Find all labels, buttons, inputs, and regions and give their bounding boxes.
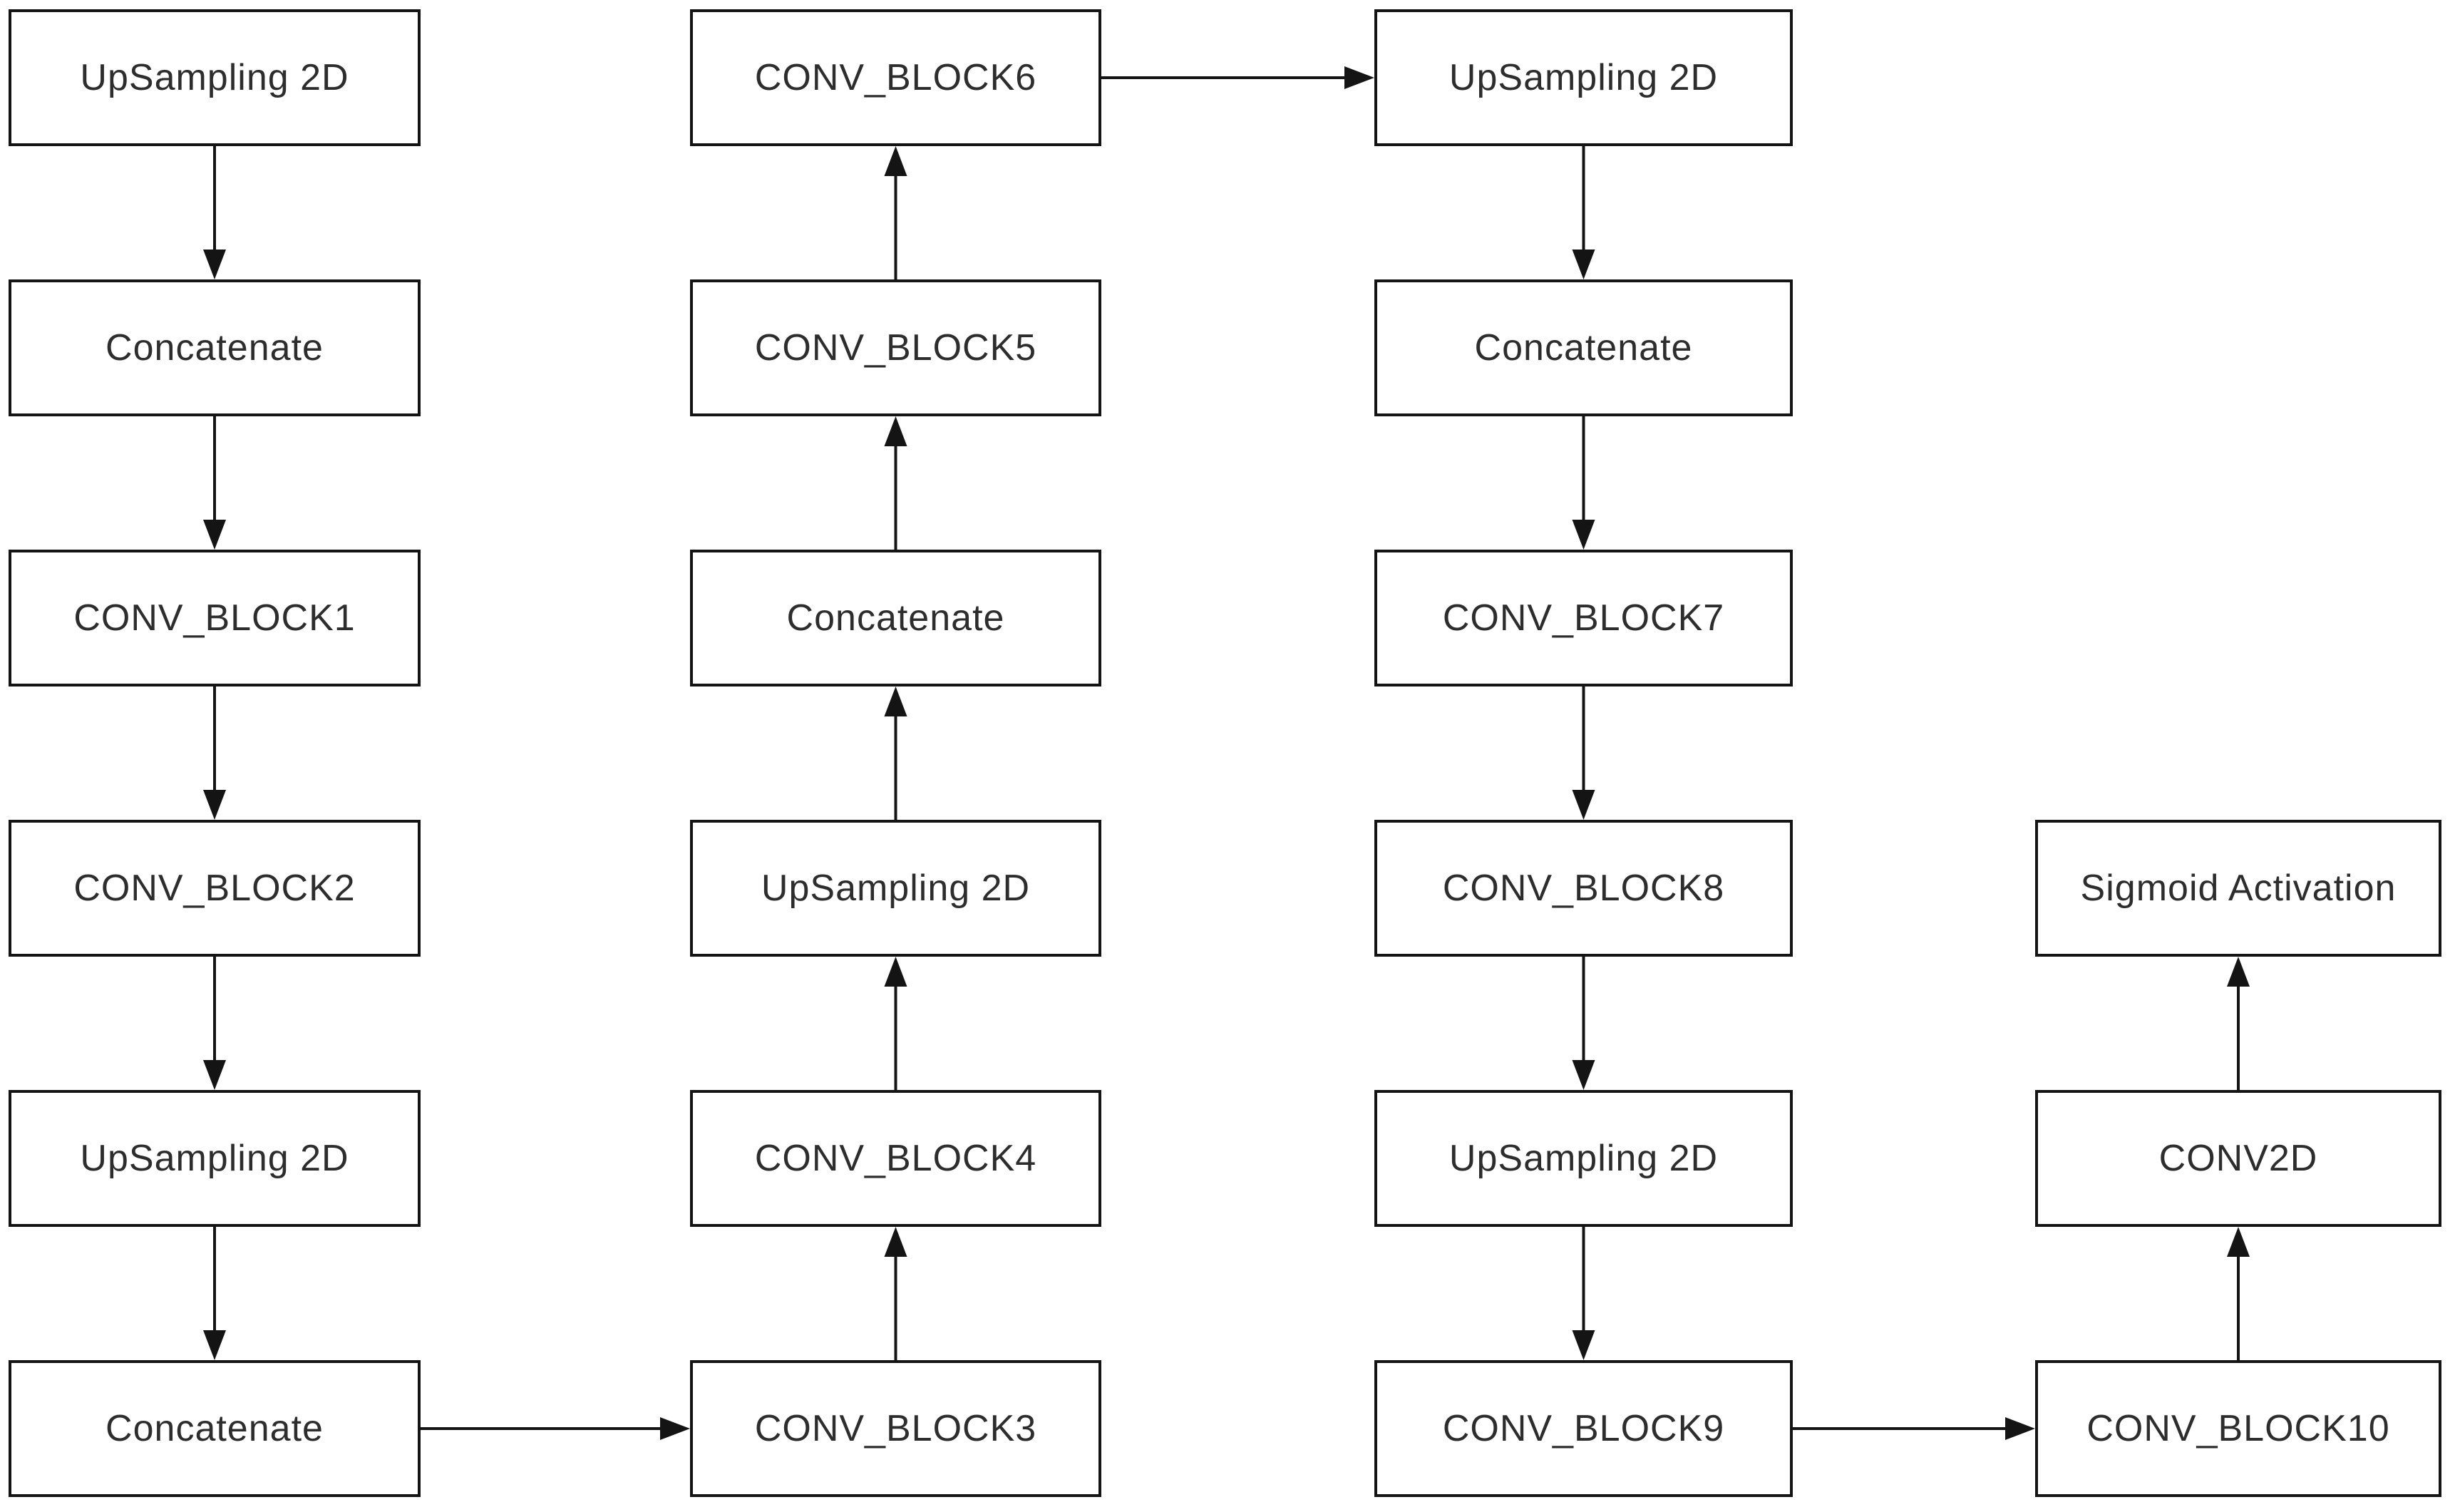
arrowhead-icon [1572, 1060, 1595, 1090]
flow-node: UpSampling 2D [1374, 9, 1793, 146]
flow-node: CONV_BLOCK4 [690, 1090, 1101, 1227]
flow-node: UpSampling 2D [1374, 1090, 1793, 1227]
arrowhead-icon [1344, 66, 1374, 89]
arrowhead-icon [2227, 957, 2250, 987]
arrowhead-icon [884, 146, 907, 176]
flow-node: Sigmoid Activation [2035, 820, 2441, 957]
flow-node: CONV_BLOCK3 [690, 1360, 1101, 1497]
flow-node: CONV_BLOCK10 [2035, 1360, 2441, 1497]
flow-node: UpSampling 2D [690, 820, 1101, 957]
arrowhead-icon [1572, 520, 1595, 550]
flow-node: Concatenate [9, 1360, 421, 1497]
arrowhead-icon [884, 686, 907, 716]
arrowhead-icon [203, 1060, 226, 1090]
arrowhead-icon [203, 250, 226, 279]
flow-node: UpSampling 2D [9, 1090, 421, 1227]
arrowhead-icon [1572, 1330, 1595, 1360]
arrowhead-icon [884, 1227, 907, 1257]
arrowhead-icon [2005, 1417, 2035, 1440]
flow-node: Concatenate [9, 279, 421, 416]
flow-node: CONV_BLOCK5 [690, 279, 1101, 416]
flow-node: CONV2D [2035, 1090, 2441, 1227]
flow-node: CONV_BLOCK7 [1374, 550, 1793, 686]
arrowhead-icon [203, 790, 226, 820]
arrowhead-icon [1572, 250, 1595, 279]
arrowhead-icon [203, 520, 226, 550]
flow-node: CONV_BLOCK2 [9, 820, 421, 957]
flow-node: UpSampling 2D [9, 9, 421, 146]
arrowhead-icon [203, 1330, 226, 1360]
arrowhead-icon [2227, 1227, 2250, 1257]
arrowhead-icon [884, 416, 907, 446]
arrowhead-icon [660, 1417, 690, 1440]
flow-node: CONV_BLOCK9 [1374, 1360, 1793, 1497]
arrowhead-icon [884, 957, 907, 987]
flow-node: CONV_BLOCK1 [9, 550, 421, 686]
flow-node: CONV_BLOCK6 [690, 9, 1101, 146]
flow-node: Concatenate [690, 550, 1101, 686]
arrowhead-icon [1572, 790, 1595, 820]
flow-node: Concatenate [1374, 279, 1793, 416]
flow-node: CONV_BLOCK8 [1374, 820, 1793, 957]
